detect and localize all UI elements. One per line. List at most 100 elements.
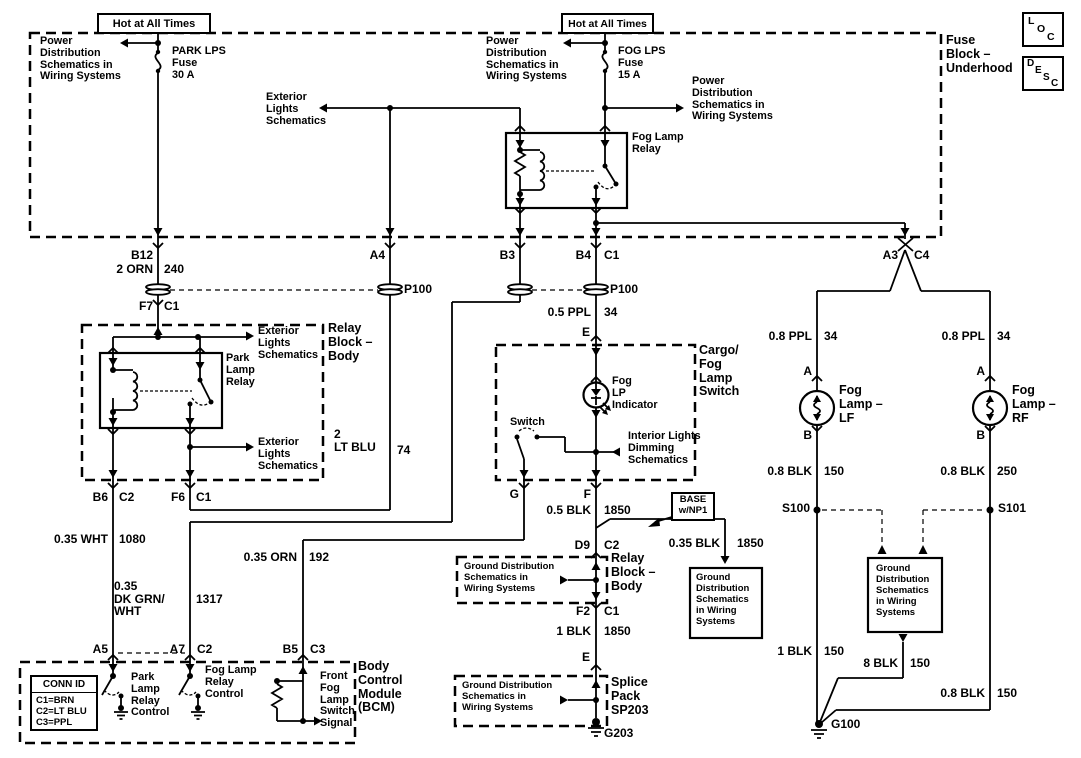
wire-08-ppl-rf-name: 0.8 PPL xyxy=(941,329,985,343)
pin-f6: F6 xyxy=(170,490,185,504)
pin-d9: D9 xyxy=(574,538,590,552)
ref-exterior-lights-top: Exterior Lights Schematics xyxy=(266,91,327,127)
wire-2-orn-name: 2 ORN xyxy=(116,262,153,276)
pin-b12: B12 xyxy=(130,248,153,262)
base-callout: BASE w/NP1 xyxy=(671,492,715,521)
park-lamp-relay-control-label: Park Lamp Relay Control xyxy=(131,671,170,719)
s100-label: S100 xyxy=(781,501,810,515)
hot-at-all-times-left: Hot at All Times xyxy=(97,13,211,34)
pin-b6: B6 xyxy=(92,490,108,504)
wire-035-orn-name: 0.35 ORN xyxy=(243,550,297,564)
p100-label-right: P100 xyxy=(610,282,639,296)
hot-at-all-times-right: Hot at All Times xyxy=(561,13,654,34)
ref-exterior-lights-relay-bottom: Exterior Lights Schematics xyxy=(258,436,319,472)
ref-ground-dist-relay-block: Ground Distribution Schematics in Wiring… xyxy=(464,561,555,594)
conn-id-table: CONN ID C1=BRN C2=LT BLU C3=PPL xyxy=(30,675,98,731)
bcm-outline xyxy=(18,660,357,745)
wire-08-ppl-lf-num: 34 xyxy=(824,329,838,343)
p100-connector-symbols xyxy=(145,283,609,296)
junction-dots xyxy=(110,40,994,724)
splice-pack-outline xyxy=(453,674,609,728)
pin-b-rf: B xyxy=(976,428,985,442)
wire-08-blk-150-num: 150 xyxy=(997,686,1018,700)
pin-c2-a7: C2 xyxy=(197,642,213,656)
pin-c3-b5: C3 xyxy=(310,642,326,656)
connector-pin-symbols xyxy=(107,124,996,671)
ground-symbol-fog-control xyxy=(191,705,205,720)
pin-f2: F2 xyxy=(575,604,590,618)
pin-a-lf: A xyxy=(803,364,812,378)
wire-2-ltblu-num: 74 xyxy=(397,443,411,457)
relay-block-body-lower-outline xyxy=(455,555,609,605)
wire-035-wht-name: 0.35 WHT xyxy=(53,532,108,546)
fog-lamp-lf-label: Fog Lamp – LF xyxy=(839,383,883,425)
fog-lamp-relay-control-label: Fog Lamp Relay Control xyxy=(205,664,257,700)
ref-ground-dist-box-center: Ground Distribution Schematics in Wiring… xyxy=(696,572,750,627)
conn-id-row-c2: C2=LT BLU xyxy=(36,706,87,717)
pin-c1-b4: C1 xyxy=(604,248,620,262)
wire-1-blk-1850-num: 1850 xyxy=(604,624,631,638)
wire-1-blk-150-name: 1 BLK xyxy=(777,644,812,658)
park-lamp-relay-label: Park Lamp Relay xyxy=(226,352,255,388)
loc-letter-l: L xyxy=(1028,15,1035,27)
wire-8-blk-150-name: 8 BLK xyxy=(863,656,898,670)
pin-e-mid: E xyxy=(581,650,590,664)
wire-08-blk-150-name: 0.8 BLK xyxy=(940,686,985,700)
loc-button[interactable]: L O C xyxy=(1022,12,1064,47)
wire-08-blk-lf-name: 0.8 BLK xyxy=(767,464,812,478)
pin-c1-f6: C1 xyxy=(196,490,212,504)
wire-8-blk-150-num: 150 xyxy=(910,656,931,670)
wire-05-ppl-num: 34 xyxy=(604,305,618,319)
fog-lps-fuse-label: FOG LPS Fuse 15 A xyxy=(618,45,666,81)
ground-dist-box-center xyxy=(688,566,764,640)
bcm-label: Body Control Module (BCM) xyxy=(358,659,403,715)
pin-e-top: E xyxy=(581,325,590,339)
fog-lp-indicator-icon xyxy=(582,381,611,415)
fog-lamp-lf-icon xyxy=(798,389,836,427)
cargo-fog-lamp-switch-label: Cargo/ Fog Lamp Switch xyxy=(699,343,740,399)
pin-b5: B5 xyxy=(282,642,298,656)
wire-08-ppl-rf-num: 34 xyxy=(997,329,1011,343)
desc-letter-d: D xyxy=(1027,58,1035,69)
switch-label: Switch xyxy=(510,416,545,428)
pin-a5: A5 xyxy=(92,642,108,656)
wire-05-blk-name: 0.5 BLK xyxy=(546,503,591,517)
wire-035-blk-num: 1850 xyxy=(737,536,764,550)
desc-button[interactable]: D E S C xyxy=(1022,56,1064,91)
wire-08-ppl-lf-name: 0.8 PPL xyxy=(768,329,812,343)
wire-05-ppl-name: 0.5 PPL xyxy=(547,305,591,319)
ref-exterior-lights-relay-top: Exterior Lights Schematics xyxy=(258,325,319,361)
wire-035-blk-name: 0.35 BLK xyxy=(668,536,720,550)
wire-035-dkgrnwht-num: 1317 xyxy=(196,592,223,606)
pin-c1-f7: C1 xyxy=(164,299,180,313)
ground-symbol-park-control xyxy=(114,705,128,720)
ground-dist-box-right xyxy=(866,556,944,634)
ground-symbol-g203 xyxy=(588,718,604,737)
ground-symbol-g100 xyxy=(811,720,827,739)
conn-id-divider xyxy=(32,692,96,693)
ref-interior-lights-dimming: Interior Lights Dimming Schematics xyxy=(628,430,701,466)
ref-power-dist-left: Power Distribution Schematics in Wiring … xyxy=(40,35,121,83)
g203-label: G203 xyxy=(604,726,634,740)
p100-label-left: P100 xyxy=(404,282,433,296)
wire-2-ltblu-name: 2 LT BLU xyxy=(334,427,376,454)
wire-035-dkgrnwht-name: 0.35 DK GRN/ WHT xyxy=(114,579,165,618)
pin-c4: C4 xyxy=(914,248,930,262)
wire-05-blk-num: 1850 xyxy=(604,503,631,517)
desc-letter-e: E xyxy=(1035,65,1042,76)
s101-label: S101 xyxy=(998,501,1027,515)
fuse-block-underhood-outline xyxy=(28,31,943,239)
pin-a4: A4 xyxy=(369,248,385,262)
wire-035-wht-num: 1080 xyxy=(119,532,146,546)
fog-lamp-rf-icon xyxy=(971,389,1009,427)
wire-1-blk-150-num: 150 xyxy=(824,644,845,658)
ref-power-dist-mid: Power Distribution Schematics in Wiring … xyxy=(486,35,567,83)
ref-power-dist-right: Power Distribution Schematics in Wiring … xyxy=(692,75,773,123)
wire-1-blk-1850-name: 1 BLK xyxy=(556,624,591,638)
wire-08-blk-rf-name: 0.8 BLK xyxy=(940,464,985,478)
splice-pack-label: Splice Pack SP203 xyxy=(611,675,649,717)
loc-letter-o: O xyxy=(1037,23,1046,35)
wire-035-orn-num: 192 xyxy=(309,550,330,564)
